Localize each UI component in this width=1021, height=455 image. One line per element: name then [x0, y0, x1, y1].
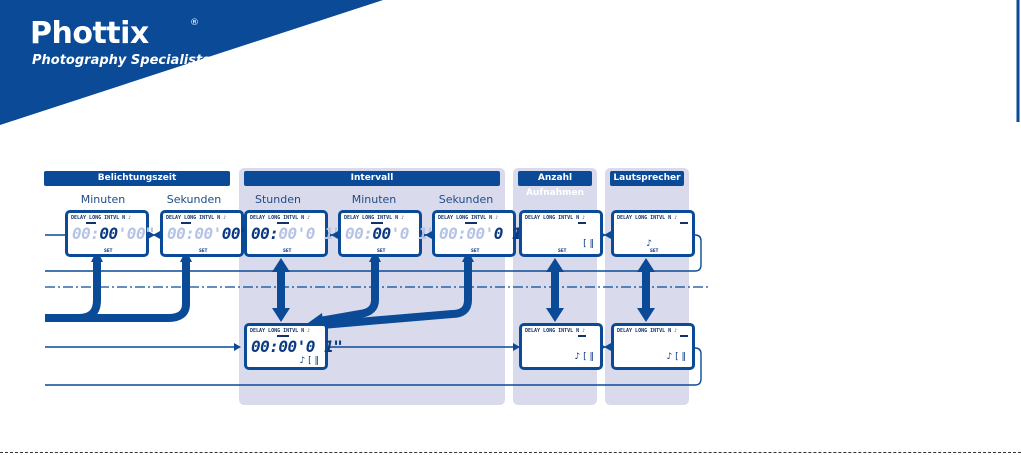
lcd-shots-top: DELAY LONG INTVL N ♪ [ ‖ SET: [519, 210, 603, 257]
mode-indicator: [680, 222, 688, 224]
header-exposure: Belichtungszeit: [44, 171, 230, 186]
curve-int-min: [319, 259, 379, 325]
lcd-mode-labels: DELAY LONG INTVL N ♪: [250, 215, 311, 221]
lcd-mode-labels: DELAY LONG INTVL N ♪: [525, 215, 586, 221]
lcd-speaker-top: DELAY LONG INTVL N ♪ ♪ SET: [611, 210, 695, 257]
lcd-interval-seconds: DELAY LONG INTVL N ♪ 00:00'0 1" SET: [432, 210, 531, 257]
lcd-icons: ♪: [646, 239, 652, 249]
label-int-hours: Stunden: [255, 193, 301, 206]
lcd-digits: 00:00'0 1": [251, 337, 343, 356]
header-interval: Intervall: [244, 171, 500, 186]
lcd-icons: ♪ [ ‖: [666, 352, 686, 362]
lcd-digits: 00:00'00": [167, 224, 250, 243]
loop-bottom: [45, 347, 702, 386]
lcd-mode-labels: DELAY LONG INTVL N ♪: [250, 328, 311, 334]
loop-top: [45, 234, 702, 272]
label-exp-minutes: Minuten: [80, 193, 126, 206]
lcd-mode-labels: DELAY LONG INTVL N ♪: [166, 215, 227, 221]
lcd-mode-labels: DELAY LONG INTVL N ♪: [344, 215, 405, 221]
mode-indicator: [680, 335, 688, 337]
lcd-digits: 00:00'0 1": [345, 224, 437, 243]
mode-indicator: [371, 222, 383, 224]
mode-indicator: [578, 335, 586, 337]
lcd-digits: 00:00'0 1": [251, 224, 343, 243]
lcd-interval-hours: DELAY LONG INTVL N ♪ 00:00'0 1" SET: [244, 210, 343, 257]
lcd-interval-minutes: DELAY LONG INTVL N ♪ 00:00'0 1" SET: [338, 210, 437, 257]
lcd-digits: 00:00'0 1": [439, 224, 531, 243]
lcd-exposure-seconds: DELAY LONG INTVL N ♪ 00:00'00" SET: [160, 210, 250, 257]
lcd-mode-labels: DELAY LONG INTVL N ♪: [617, 328, 678, 334]
brand-banner: [0, 0, 383, 125]
lcd-digits: 00:00'00": [72, 224, 155, 243]
set-label: SET: [471, 248, 480, 253]
set-label: SET: [283, 248, 292, 253]
lcd-icons: ♪ [ ‖: [574, 352, 594, 362]
lcd-exposure-minutes: DELAY LONG INTVL N ♪ 00:00'00" SET: [65, 210, 155, 257]
label-int-seconds: Sekunden: [438, 193, 494, 206]
curve-exp-min: [45, 259, 101, 322]
header-speaker: Lautsprecher: [610, 171, 684, 186]
label-int-minutes: Minuten: [351, 193, 397, 206]
mode-indicator: [277, 335, 289, 337]
lcd-icons: ♪ [ ‖: [299, 356, 319, 366]
crop-line: [0, 452, 1021, 453]
brand-name: Phottix: [30, 16, 149, 51]
lcd-mode-labels: DELAY LONG INTVL N ♪: [617, 215, 678, 221]
lcd-mode-labels: DELAY LONG INTVL N ♪: [71, 215, 132, 221]
set-label: SET: [199, 248, 208, 253]
header-shots: Anzahl Aufnahmen: [518, 171, 592, 198]
set-label: SET: [104, 248, 113, 253]
curve-int-sec: [321, 259, 472, 329]
mode-indicator: [181, 222, 191, 224]
lcd-mode-labels: DELAY LONG INTVL N ♪: [438, 215, 499, 221]
set-label: SET: [558, 248, 567, 253]
set-label: SET: [650, 248, 659, 253]
set-label: SET: [377, 248, 386, 253]
curve-exp-sec: [45, 259, 190, 322]
lcd-icons: [ ‖: [583, 239, 594, 249]
mode-indicator: [277, 222, 289, 224]
lcd-speaker-bottom: DELAY LONG INTVL N ♪ ♪ [ ‖: [611, 323, 695, 370]
label-exp-seconds: Sekunden: [166, 193, 222, 206]
brand-registered: ®: [190, 18, 199, 28]
lcd-mode-labels: DELAY LONG INTVL N ♪: [525, 328, 586, 334]
brand-tagline: Photography Specialists: [32, 53, 210, 68]
mode-indicator: [86, 222, 96, 224]
lcd-shots-bottom: DELAY LONG INTVL N ♪ ♪ [ ‖: [519, 323, 603, 370]
mode-indicator: [578, 222, 586, 224]
lcd-interval-result: DELAY LONG INTVL N ♪ 00:00'0 1" ♪ [ ‖: [244, 323, 343, 370]
mode-indicator: [465, 222, 477, 224]
brand-logo: Phottix ® Photography Specialists: [30, 16, 210, 69]
